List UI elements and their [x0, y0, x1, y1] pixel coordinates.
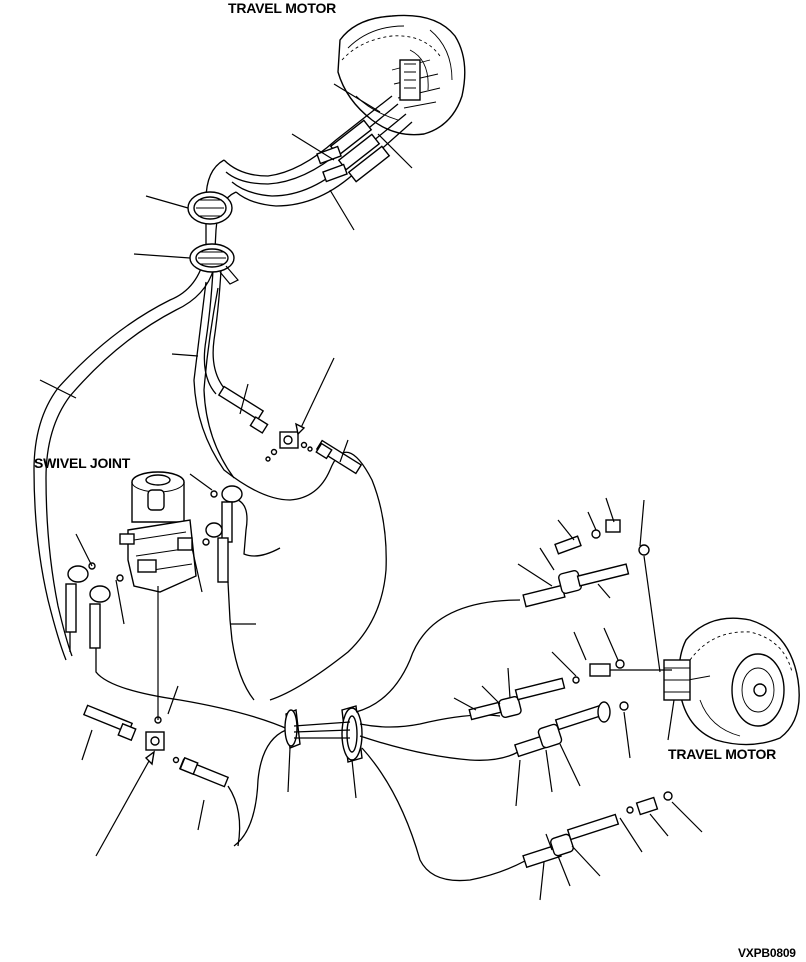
travel-motor-top-drawing: [337, 14, 466, 136]
swivel-joint-drawing: [119, 471, 197, 593]
leader-lines: [39, 83, 703, 901]
right-fittings: [468, 519, 673, 869]
top-hose-bundle: [223, 95, 413, 207]
lower-clamps: [284, 599, 541, 882]
drawing-code-label: VXPB0809: [738, 946, 796, 960]
travel-motor-top-label: TRAVEL MOTOR: [228, 0, 337, 16]
swivel-joint-label: SWIVEL JOINT: [34, 455, 131, 471]
left-loop-hoses: [33, 159, 387, 701]
upper-fittings: [217, 385, 363, 475]
travel-motor-right-label: TRAVEL MOTOR: [668, 746, 777, 762]
travel-motor-right-drawing: [663, 617, 800, 746]
lower-left-fittings: [82, 586, 287, 847]
upper-clamps: [187, 191, 239, 285]
swivel-hoses: [65, 485, 291, 731]
